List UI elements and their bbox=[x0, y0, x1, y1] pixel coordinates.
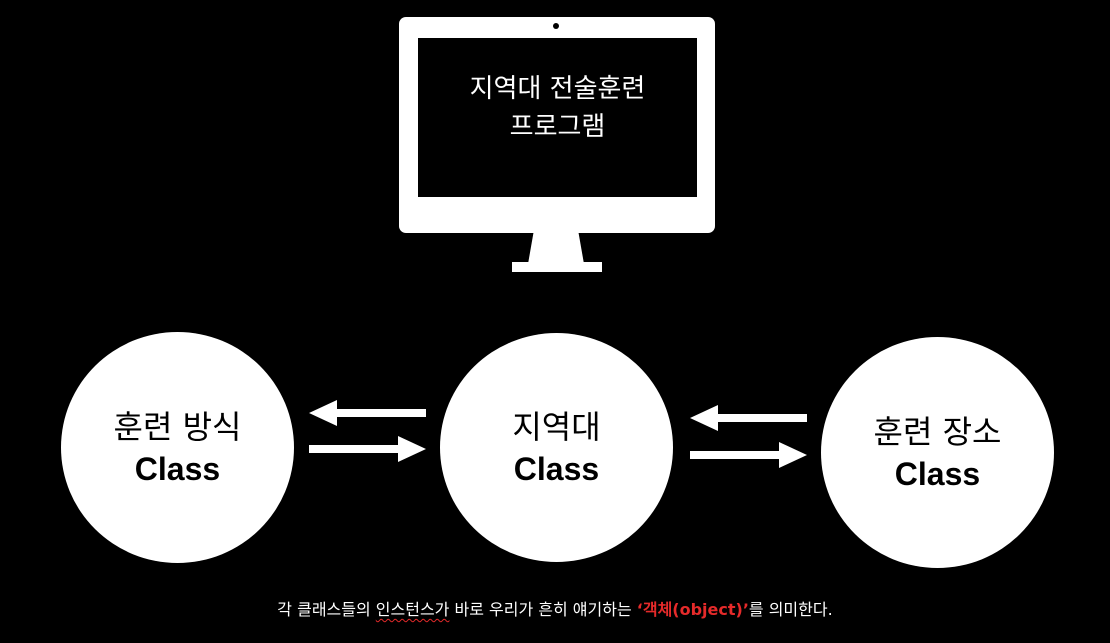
unit-class-node: 지역대 Class bbox=[440, 333, 673, 562]
training-method-class-label: Class bbox=[134, 450, 221, 487]
arrow-left-icon bbox=[690, 405, 807, 431]
training-method-name: 훈련 방식 bbox=[113, 407, 242, 446]
right-pair-arrows bbox=[690, 405, 807, 468]
caption-object-term: ‘객체(object)’ bbox=[636, 600, 749, 619]
caption-instance-term: 인스턴스가 bbox=[375, 600, 450, 619]
caption-middle: 바로 우리가 흔히 얘기하는 bbox=[449, 600, 637, 619]
training-location-name: 훈련 장소 bbox=[873, 412, 1002, 451]
caption-after: 를 의미한다. bbox=[748, 600, 833, 619]
arrow-left-icon bbox=[309, 400, 426, 426]
arrow-right-icon bbox=[690, 442, 807, 468]
left-pair-arrows bbox=[309, 400, 426, 462]
program-title-line1: 지역대 전술훈련 bbox=[469, 73, 646, 104]
unit-name: 지역대 bbox=[512, 407, 601, 446]
monitor-stand-neck bbox=[528, 232, 584, 264]
unit-class-label: Class bbox=[513, 450, 600, 487]
caption-before: 각 클래스들의 bbox=[277, 600, 376, 619]
caption: 각 클래스들의 인스턴스가 바로 우리가 흔히 얘기하는 ‘객체(object)… bbox=[0, 598, 1110, 622]
camera-dot bbox=[553, 23, 559, 29]
arrow-right-icon bbox=[309, 436, 426, 462]
monitor-display: 지역대 전술훈련 프로그램 bbox=[418, 38, 697, 197]
training-location-class-node: 훈련 장소 Class bbox=[821, 337, 1054, 568]
program-title-line2: 프로그램 bbox=[509, 111, 606, 142]
monitor-stand-base bbox=[512, 262, 602, 272]
training-location-class-label: Class bbox=[894, 455, 981, 492]
program-title: 지역대 전술훈련 프로그램 bbox=[470, 70, 646, 146]
training-method-class-node: 훈련 방식 Class bbox=[61, 332, 294, 563]
